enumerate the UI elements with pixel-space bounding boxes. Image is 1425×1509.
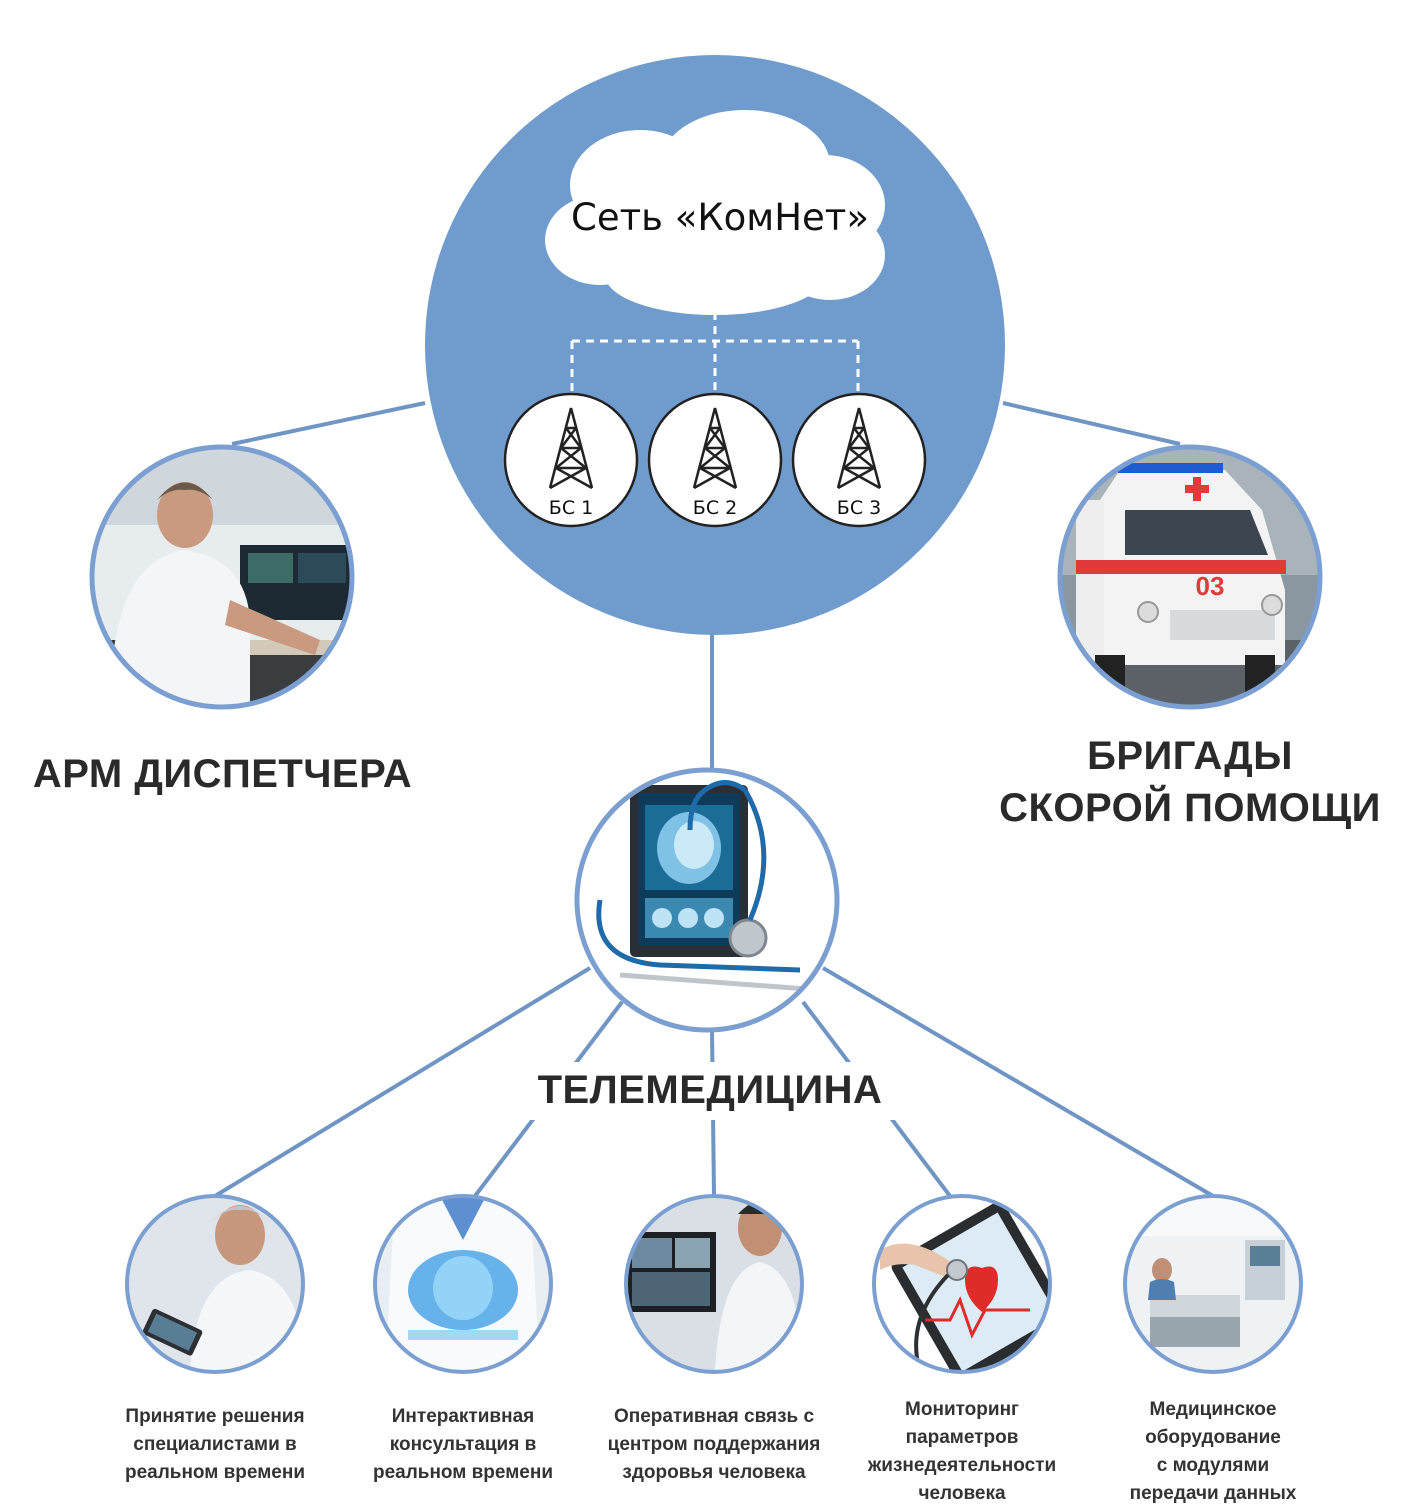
service-photo-4 [872,1194,1052,1374]
caption-line: оборудование [1145,1427,1281,1448]
cloud-label: Сеть «КомНет» [571,196,869,239]
base-station-3 [791,392,927,528]
service-photo-2 [373,1194,553,1374]
service-caption-5: Медицинское оборудование с модулями пере… [1093,1396,1333,1508]
telemedicine-photo [574,767,840,1033]
service-caption-2: Интерактивная консультация в реальном вр… [343,1403,583,1487]
caption-line: с модулями [1156,1455,1270,1476]
service-caption-4: Мониторинг параметров жизнедеятельности … [842,1396,1082,1508]
dashed-links [570,312,860,400]
caption-line: Интерактивная [391,1406,535,1427]
connector-service-5 [821,966,1215,1198]
service-photo-1 [125,1194,305,1374]
connector-service-1 [213,966,592,1198]
tower-icon [836,407,882,490]
base-station-1 [503,392,639,528]
telemedicine-label-bg [510,1062,910,1120]
ambulance-photo: 03 [1057,444,1323,710]
connector-ambulance [1002,401,1181,446]
station-label-1: БС 1 [549,497,593,519]
service-caption-3: Оперативная связь с центром поддержания … [584,1403,844,1487]
caption-line: человека [918,1483,1006,1504]
service-caption-1: Принятие решения специалистами в реально… [95,1403,335,1487]
caption-line: реальном времени [124,1462,306,1483]
tower-icon [692,407,738,490]
caption-line: консультация в [389,1434,537,1455]
caption-line: специалистами в [133,1434,297,1455]
caption-line: параметров [905,1427,1019,1448]
caption-line: реальном времени [372,1462,554,1483]
service-photo-3 [624,1194,804,1374]
caption-line: передачи данных [1129,1483,1297,1504]
dispatcher-photo [89,444,355,710]
service-photo-5 [1123,1194,1303,1374]
caption-line: жизнедеятельности [867,1455,1057,1476]
caption-line: Медицинское [1149,1399,1277,1420]
dispatcher-label: АРМ ДИСПЕТЧЕРА [32,752,413,796]
connector-dispatcher [231,401,426,446]
base-station-2 [647,392,783,528]
caption-line: центром поддержания [607,1434,821,1455]
station-label-3: БС 3 [837,497,881,519]
caption-line: Принятие решения [125,1406,305,1427]
cloud-icon [545,110,885,315]
station-label-2: БС 2 [693,497,737,519]
ambulance-label-line-1: БРИГАДЫ [1087,734,1293,778]
caption-line: здоровья человека [622,1462,806,1483]
ambulance-label-line-2: СКОРОЙ ПОМОЩИ [999,786,1381,830]
ambulance-label: БРИГАДЫ СКОРОЙ ПОМОЩИ [970,730,1410,834]
caption-line: Мониторинг [905,1399,1019,1420]
tower-icon [548,407,594,490]
telemedicine-label: ТЕЛЕМЕДИЦИНА [537,1068,883,1112]
caption-line: Оперативная связь с [613,1406,815,1427]
ambulance-badge: 03 [1196,571,1225,601]
